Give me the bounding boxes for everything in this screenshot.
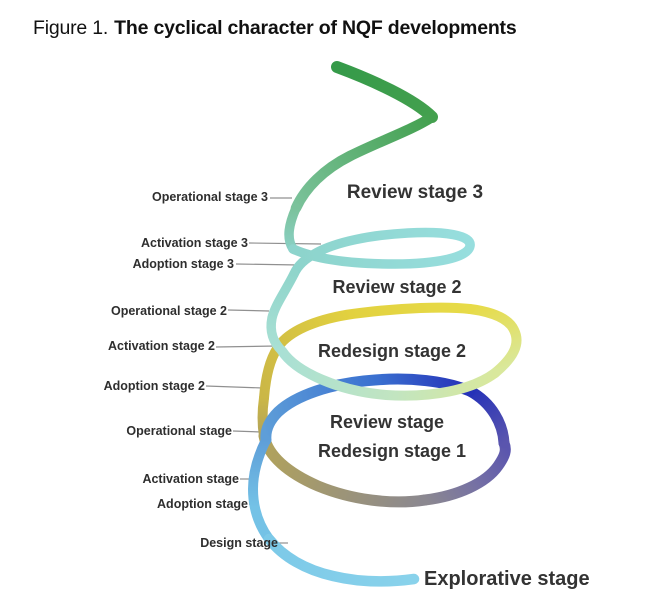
leader-line-activation-3 (248, 242, 322, 245)
leader-line-adoption-2 (205, 385, 264, 389)
stage-label-adoption-1: Adoption stage (157, 497, 248, 511)
spiral-segment-teal-descend (284, 203, 301, 254)
loop-label-review-1: Review stage (329, 412, 445, 432)
stage-label-adoption-3: Adoption stage 3 (132, 257, 234, 271)
spiral-segment-teal-descend-2 (266, 269, 299, 356)
leader-line-operational-2 (227, 309, 270, 312)
stage-label-adoption-2: Adoption stage 2 (103, 379, 205, 393)
spiral-segment-redesign2-top (259, 302, 475, 403)
spiral-segment-green-top (331, 61, 438, 123)
spiral-segment-loop1-right (464, 385, 510, 449)
spiral-segment-redesign2-bottom (277, 346, 500, 401)
spiral-segment-loop1-bottom (258, 430, 431, 508)
leader-line-operational-1 (232, 430, 263, 433)
spiral-segment-redesign2-right (465, 304, 522, 378)
stage-label-activation-3: Activation stage 3 (141, 236, 248, 250)
stage-label-design: Design stage (200, 536, 278, 550)
figure-title: Figure 1.The cyclical character of NQF d… (33, 17, 517, 40)
leader-line-adoption-3 (235, 263, 300, 266)
title-prefix: Figure 1. (33, 17, 109, 39)
spiral-segment-cyan-descend (247, 435, 274, 544)
loop-label-review-2: Review stage 2 (332, 277, 462, 297)
spiral-segment-pigtail-loop (288, 227, 475, 279)
loop-label-review-3: Review stage 3 (346, 182, 484, 203)
leader-line-activation-2 (215, 345, 277, 348)
loop-label-explorative: Explorative stage (424, 568, 590, 590)
stage-label-operational-1: Operational stage (126, 424, 232, 438)
loop-label-redesign-2: Redesign stage 2 (317, 341, 467, 361)
stage-label-activation-2: Activation stage 2 (108, 339, 215, 353)
spiral-segment-explorative-arc (263, 533, 420, 587)
title-main: The cyclical character of NQF developmen… (114, 17, 517, 39)
stage-label-operational-3: Operational stage 3 (151, 190, 268, 204)
spiral-path-group (247, 61, 522, 587)
spiral-segment-green-return (290, 111, 438, 214)
spiral-segment-loop1-bottomright (419, 437, 511, 506)
stage-label-operational-2: Operational stage 2 (110, 304, 227, 318)
spiral-segment-loop1-top (260, 373, 476, 446)
stage-label-activation-1: Activation stage (142, 472, 239, 486)
loop-label-redesign-1: Redesign stage 1 (317, 441, 467, 461)
